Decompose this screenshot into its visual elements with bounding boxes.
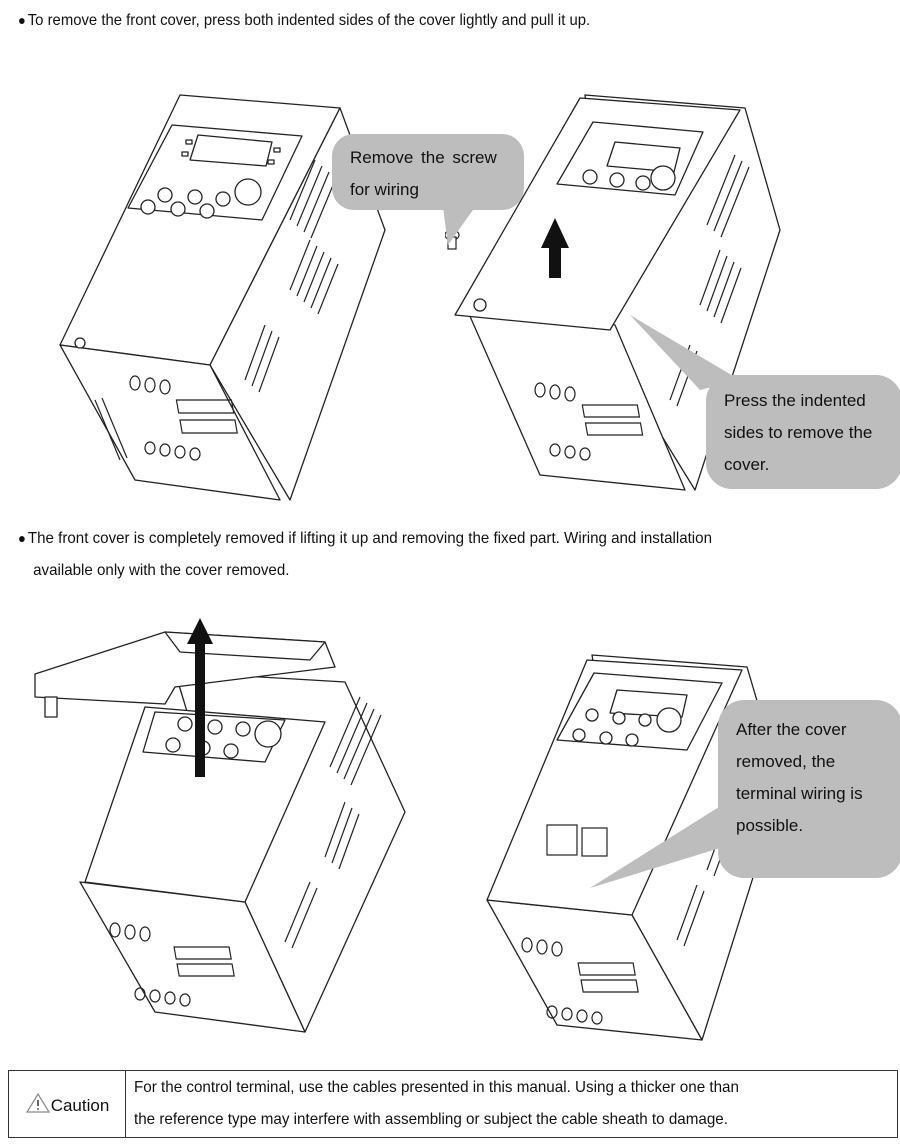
callout-text-line: for wiring <box>350 180 419 199</box>
callout-text-line: Remove the screw <box>350 148 497 167</box>
callout-tail <box>590 800 730 888</box>
bullet-icon: ● <box>18 12 26 28</box>
up-arrow-icon <box>541 218 569 278</box>
instruction-text-line2: available only with the cover removed. <box>33 562 290 579</box>
caution-box: Caution For the control terminal, use th… <box>8 1070 898 1138</box>
inverter-cover-lifting-illustration <box>445 94 781 491</box>
caution-text-cell: For the control terminal, use the cables… <box>125 1070 898 1138</box>
instruction-cover-removed: ●The front cover is completely removed i… <box>18 522 895 587</box>
bullet-icon: ● <box>18 530 27 546</box>
callout-tail <box>442 200 480 245</box>
inverter-cover-removed-illustration <box>34 618 406 1033</box>
callout-text-line: removed, the <box>736 752 836 771</box>
callout-press-sides: Press the indented sides to remove the c… <box>706 375 900 489</box>
caution-label: Caution <box>50 1096 110 1115</box>
callout-text-line: possible. <box>736 816 804 835</box>
callout-text-line: sides to remove the <box>724 423 873 442</box>
caution-label-cell: Caution <box>8 1070 126 1138</box>
callout-text-line: After the cover <box>736 720 847 739</box>
instruction-remove-cover: ●To remove the front cover, press both i… <box>18 4 590 37</box>
caution-text-line: the reference type may interfere with as… <box>134 1111 728 1128</box>
callout-tail <box>630 315 740 390</box>
instruction-text: To remove the front cover, press both in… <box>27 12 591 29</box>
callout-remove-screw: Remove the screw for wiring <box>332 134 524 210</box>
caution-text-line: For the control terminal, use the cables… <box>134 1079 739 1096</box>
up-arrow-icon <box>187 618 213 777</box>
callout-text-line: cover. <box>724 455 770 474</box>
warning-triangle-icon <box>25 1092 50 1113</box>
callout-after-removed: After the cover removed, the terminal wi… <box>718 700 900 878</box>
callout-text-line: terminal wiring is <box>736 784 863 803</box>
callout-text-line: Press the indented <box>724 391 866 410</box>
instruction-text-line1: The front cover is completely removed if… <box>27 530 712 547</box>
